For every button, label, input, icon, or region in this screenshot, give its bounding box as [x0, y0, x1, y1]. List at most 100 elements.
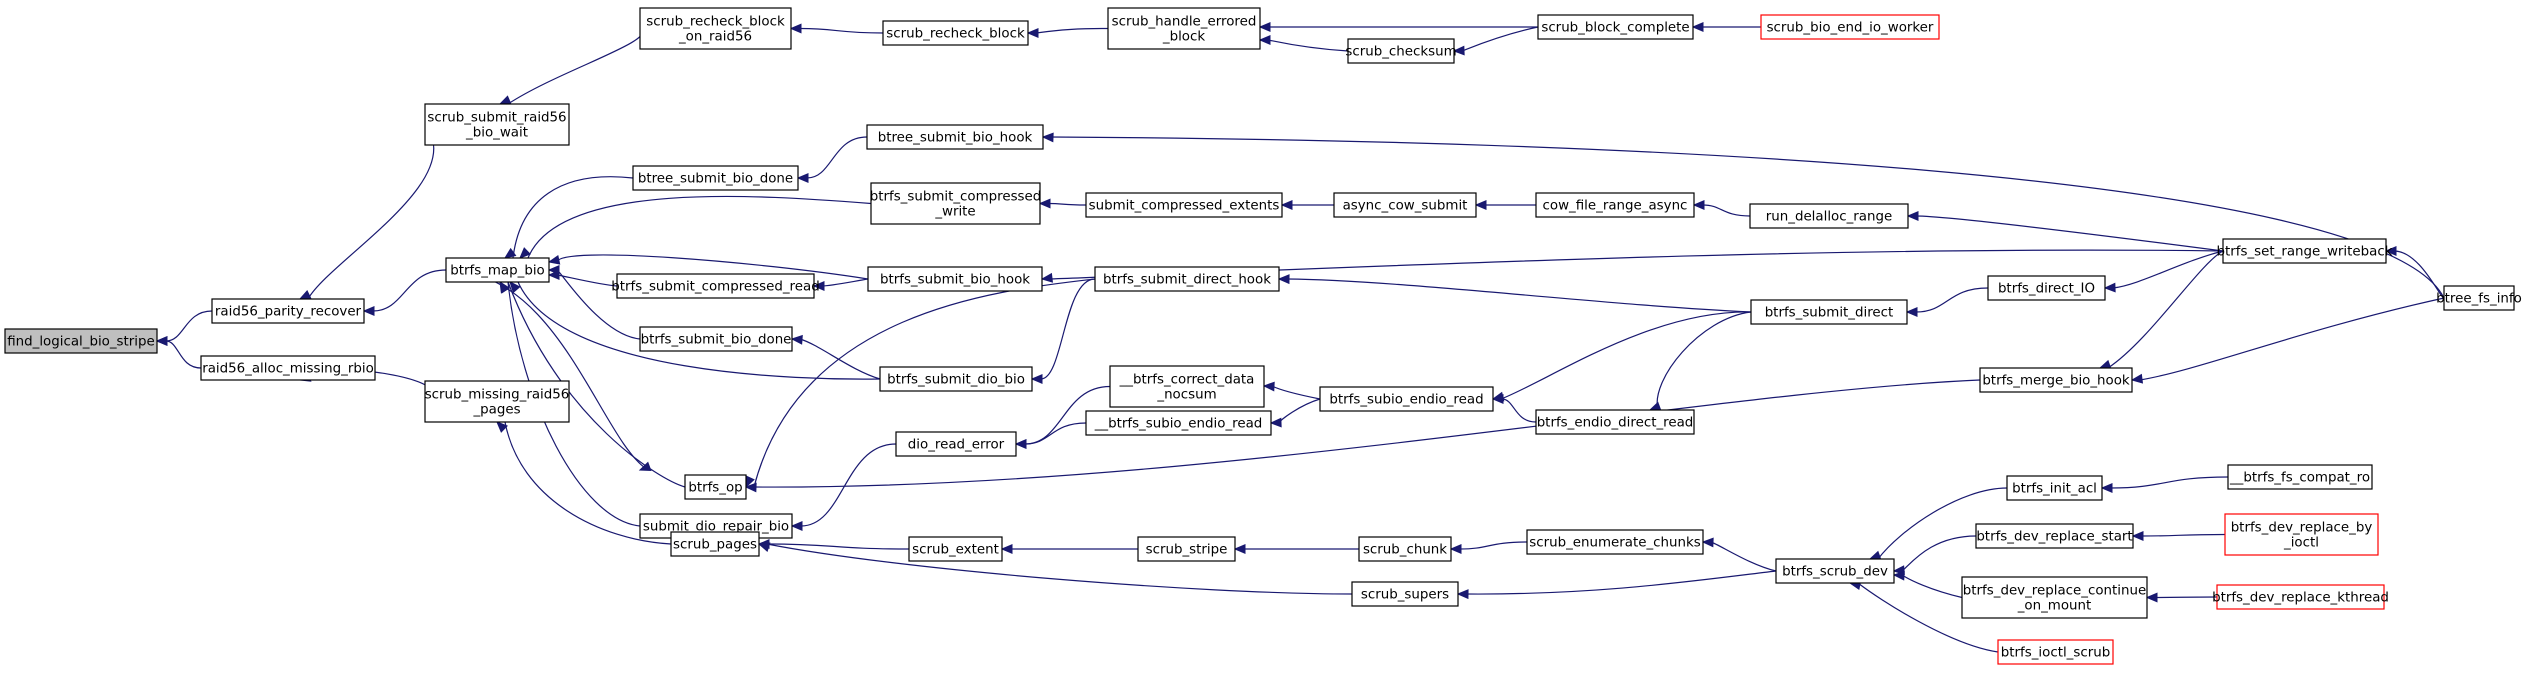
function-node-scrub-supers[interactable]: scrub_supers [1351, 581, 1459, 607]
function-node-run-delalloc-range[interactable]: run_delalloc_range [1749, 203, 1909, 229]
function-node-btrfs-submit-compressed-read[interactable]: btrfs_submit_compressed_read [611, 273, 820, 299]
node-box[interactable] [616, 273, 815, 299]
node-box[interactable] [1975, 523, 2134, 549]
function-node-btrfs-scrub-dev[interactable]: btrfs_scrub_dev [1775, 558, 1895, 584]
function-node-btrfs-merge-bio-hook[interactable]: btrfs_merge_bio_hook [1979, 367, 2133, 393]
node-box[interactable] [1107, 7, 1261, 50]
node-box[interactable] [1094, 266, 1280, 292]
node-box[interactable] [200, 355, 376, 381]
function-node-raid56-alloc-missing-rbio[interactable]: raid56_alloc_missing_rbio [200, 355, 376, 381]
node-box[interactable] [1775, 558, 1895, 584]
function-node-btrfs-set-range-writeback[interactable]: btrfs_set_range_writeback [2217, 238, 2393, 264]
function-node-scrub-recheck-block[interactable]: scrub_recheck_block [882, 20, 1029, 46]
node-box[interactable] [870, 182, 1041, 225]
node-box[interactable] [1987, 275, 2106, 301]
function-node-btrfs-correct-data-nocsum[interactable]: __btrfs_correct_data_nocsum [1109, 365, 1265, 408]
node-box[interactable] [1137, 536, 1236, 562]
node-box[interactable] [684, 474, 747, 500]
node-box[interactable] [1749, 203, 1909, 229]
function-node-btrfs-submit-direct[interactable]: btrfs_submit_direct [1750, 299, 1908, 325]
node-box[interactable] [632, 165, 799, 191]
node-box[interactable] [1535, 409, 1695, 435]
function-node-raid56-parity-recover[interactable]: raid56_parity_recover [211, 298, 365, 324]
function-node-btrfs-init-acl[interactable]: btrfs_init_acl [2006, 475, 2103, 501]
function-node-scrub-bio-end-io-worker[interactable]: scrub_bio_end_io_worker [1760, 14, 1940, 40]
function-node-btrfs-dev-replace-by-ioctl[interactable]: btrfs_dev_replace_by_ioctl [2224, 513, 2379, 556]
function-node-scrub-extent[interactable]: scrub_extent [908, 536, 1003, 562]
node-box[interactable] [882, 20, 1029, 46]
function-node-scrub-submit-raid56-bio-wait[interactable]: scrub_submit_raid56_bio_wait [424, 103, 570, 146]
function-node-scrub-enumerate-chunks[interactable]: scrub_enumerate_chunks [1526, 529, 1704, 555]
node-box[interactable] [424, 103, 570, 146]
node-box[interactable] [2224, 513, 2379, 556]
function-node-async-cow-submit[interactable]: async_cow_submit [1333, 192, 1477, 218]
function-node-btrfs-op[interactable]: btrfs_op [684, 474, 747, 500]
function-node-submit-dio-repair-bio[interactable]: submit_dio_repair_bio [639, 513, 793, 539]
function-node-btrfs-dev-replace-continue-on-mount[interactable]: btrfs_dev_replace_continue_on_mount [1961, 576, 2148, 619]
node-box[interactable] [1979, 367, 2133, 393]
function-node-btrfs-submit-bio-done[interactable]: btrfs_submit_bio_done [639, 326, 793, 352]
function-node-btrfs-map-bio[interactable]: btrfs_map_bio [445, 257, 550, 283]
function-node-scrub-stripe[interactable]: scrub_stripe [1137, 536, 1236, 562]
function-node-scrub-handle-errored-block[interactable]: scrub_handle_errored_block [1107, 7, 1261, 50]
function-node-scrub-missing-raid56-pages[interactable]: scrub_missing_raid56_pages [424, 380, 570, 423]
node-box[interactable] [1997, 639, 2114, 665]
function-node-btrfs-endio-direct-read[interactable]: btrfs_endio_direct_read [1535, 409, 1695, 435]
node-box[interactable] [1526, 529, 1704, 555]
node-box[interactable] [639, 326, 793, 352]
node-box[interactable] [2222, 238, 2387, 264]
function-node-dio-read-error[interactable]: dio_read_error [895, 431, 1017, 457]
node-box[interactable] [4, 328, 158, 354]
node-box[interactable] [1358, 536, 1452, 562]
function-node-btree-submit-bio-done[interactable]: btree_submit_bio_done [632, 165, 799, 191]
node-box[interactable] [879, 366, 1033, 392]
node-box[interactable] [1961, 576, 2148, 619]
function-node-find-logical-bio-stripe[interactable]: find_logical_bio_stripe [4, 328, 158, 354]
node-box[interactable] [1760, 14, 1940, 40]
function-node-btrfs-submit-compressed-write[interactable]: btrfs_submit_compressed_write [870, 182, 1042, 225]
function-node-btrfs-fs-compat-ro[interactable]: __btrfs_fs_compat_ro [2227, 464, 2373, 490]
function-node-btrfs-submit-dio-bio[interactable]: btrfs_submit_dio_bio [879, 366, 1033, 392]
node-box[interactable] [1085, 410, 1272, 436]
node-box[interactable] [1319, 386, 1494, 412]
node-box[interactable] [1347, 38, 1455, 64]
function-node-btrfs-subio-endio-read[interactable]: __btrfs_subio_endio_read [1085, 410, 1272, 436]
node-box[interactable] [1351, 581, 1459, 607]
node-box[interactable] [2216, 584, 2385, 610]
node-box[interactable] [1085, 192, 1283, 218]
function-node-btrfs-dev-replace-kthread[interactable]: btrfs_dev_replace_kthread [2212, 584, 2389, 610]
function-node-submit-compressed-extents[interactable]: submit_compressed_extents [1085, 192, 1283, 218]
function-node-btrfs-submit-bio-hook[interactable]: btrfs_submit_bio_hook [867, 266, 1043, 292]
function-node-btrfs-dev-replace-start[interactable]: btrfs_dev_replace_start [1975, 523, 2134, 549]
function-node-scrub-pages[interactable]: scrub_pages [670, 531, 760, 557]
function-node-btree-submit-bio-hook[interactable]: btree_submit_bio_hook [866, 124, 1044, 150]
function-node-btrfs-subio-endio-read[interactable]: btrfs_subio_endio_read [1319, 386, 1494, 412]
node-box[interactable] [1537, 14, 1694, 40]
node-box[interactable] [908, 536, 1003, 562]
function-node-btrfs-direct-IO[interactable]: btrfs_direct_IO [1987, 275, 2106, 301]
function-node-scrub-chunk[interactable]: scrub_chunk [1358, 536, 1452, 562]
node-label: btrfs_map_bio [450, 264, 545, 279]
node-box[interactable] [445, 257, 550, 283]
node-box[interactable] [866, 124, 1044, 150]
node-box[interactable] [2227, 464, 2373, 490]
node-box[interactable] [639, 7, 792, 50]
node-box[interactable] [2006, 475, 2103, 501]
function-node-scrub-checksum[interactable]: scrub_checksum [1345, 38, 1457, 64]
function-node-scrub-recheck-block-on-raid56[interactable]: scrub_recheck_block_on_raid56 [639, 7, 792, 50]
node-box[interactable] [1109, 365, 1265, 408]
node-box[interactable] [424, 380, 570, 423]
function-node-btree-fs-info[interactable]: btree_fs_info [2436, 285, 2522, 311]
node-box[interactable] [2443, 285, 2515, 311]
function-node-btrfs-submit-direct-hook[interactable]: btrfs_submit_direct_hook [1094, 266, 1280, 292]
node-box[interactable] [867, 266, 1043, 292]
node-box[interactable] [1333, 192, 1477, 218]
function-node-cow-file-range-async[interactable]: cow_file_range_async [1535, 192, 1695, 218]
function-node-btrfs-ioctl-scrub[interactable]: btrfs_ioctl_scrub [1997, 639, 2114, 665]
function-node-scrub-block-complete[interactable]: scrub_block_complete [1537, 14, 1694, 40]
node-box[interactable] [670, 531, 760, 557]
node-box[interactable] [1535, 192, 1695, 218]
node-box[interactable] [895, 431, 1017, 457]
node-box[interactable] [211, 298, 365, 324]
node-box[interactable] [1750, 299, 1908, 325]
